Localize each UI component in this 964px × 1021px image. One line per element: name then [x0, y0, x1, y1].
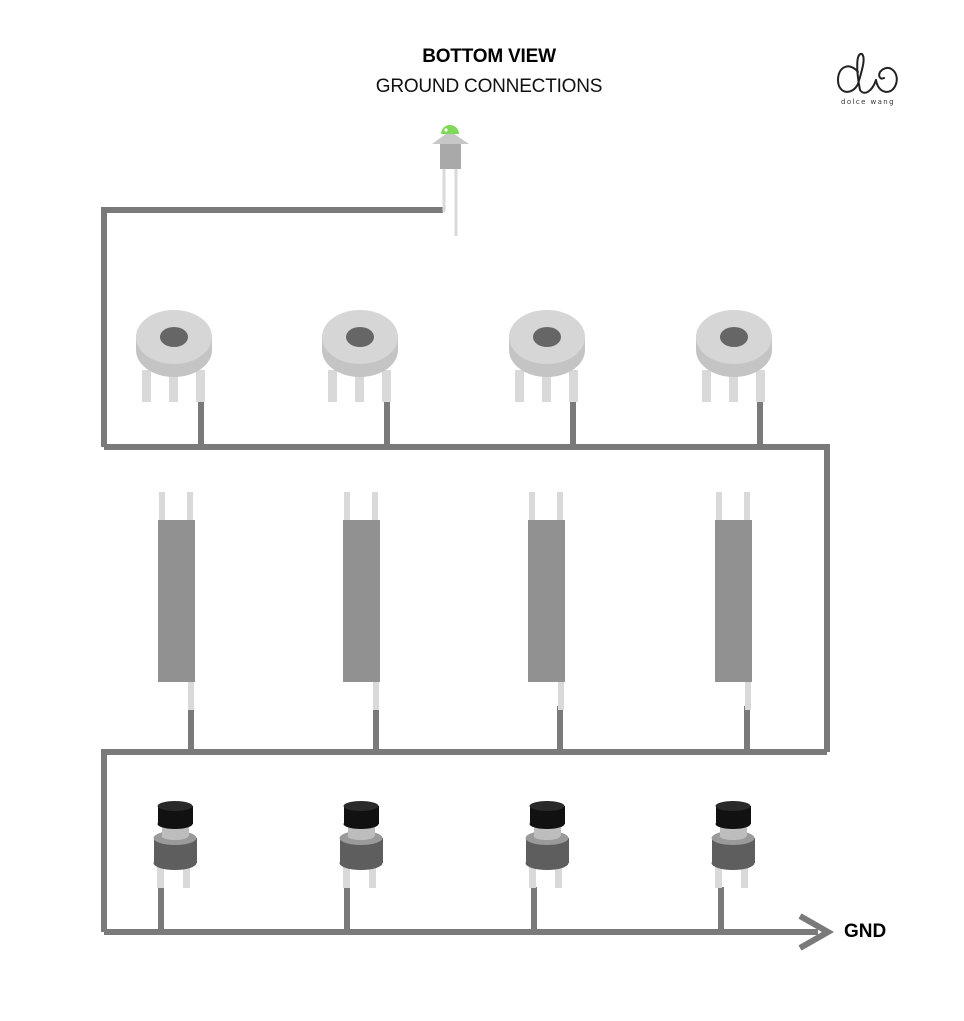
gnd-label: GND — [844, 921, 887, 942]
page-subtitle: GROUND CONNECTIONS — [375, 76, 603, 97]
led-ground-wire — [101, 207, 443, 447]
gnd-arrow-icon — [798, 913, 835, 951]
ground-wires — [101, 207, 830, 935]
led-icon — [432, 125, 469, 236]
push-button-icon — [339, 801, 383, 888]
push-button-icon — [711, 801, 755, 888]
push-button-icon — [525, 801, 569, 888]
potentiometer-icon — [322, 310, 398, 402]
page-title: BOTTOM VIEW — [422, 46, 556, 67]
slide-potentiometer-icon — [528, 492, 565, 710]
potentiometer-icon — [136, 310, 212, 402]
pot-ground-bus — [104, 444, 830, 752]
potentiometer-icon — [509, 310, 585, 402]
slide-potentiometer-icon — [715, 492, 752, 710]
potentiometer-icon — [696, 310, 772, 402]
slider-ground-bus — [101, 749, 827, 932]
slide-potentiometer-icon — [343, 492, 380, 710]
push-button-icon — [153, 801, 197, 888]
slide-potentiometer-icon — [158, 492, 195, 710]
logo-text: dolce wang — [841, 98, 895, 106]
signature-logo-icon — [836, 52, 898, 94]
